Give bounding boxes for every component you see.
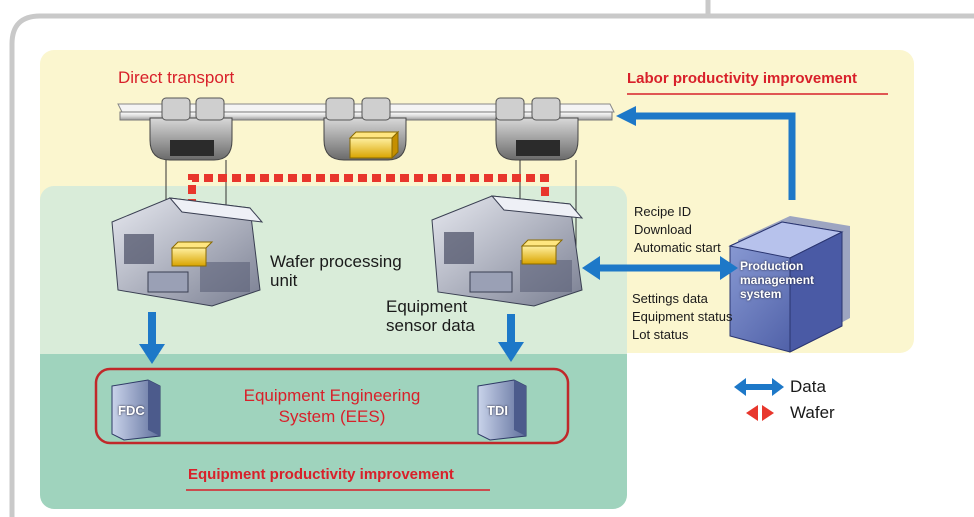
pms-label-line2: management	[740, 273, 815, 287]
ees-label-line1: Equipment Engineering	[243, 386, 421, 405]
foup-transport	[348, 130, 400, 160]
legend-wafer-arrow	[746, 405, 774, 421]
sensor-label-line2: sensor data	[386, 316, 475, 335]
equipment-productivity-label: Equipment productivity improvement	[188, 466, 454, 483]
data-arrow-left-down	[139, 312, 165, 364]
ees-label-line2: System (EES)	[278, 407, 386, 426]
labor-productivity-label: Labor productivity improvement	[627, 70, 858, 87]
fdc-unit	[111, 379, 161, 441]
wafer-unit-label-line2: unit	[270, 271, 298, 290]
hoist-left	[149, 97, 233, 161]
wafer-unit-label-line1: Wafer processing	[270, 252, 402, 271]
legend-data-label: Data	[790, 377, 826, 396]
data-arrow-server-to-rail	[616, 106, 796, 200]
fdc-label: FDC	[118, 403, 145, 418]
settings-data-label: Settings data	[632, 291, 708, 306]
direct-transport-label: Direct transport	[118, 68, 235, 87]
pms-label-line3: system	[740, 287, 782, 301]
automatic-start-label: Automatic start	[634, 240, 721, 255]
legend-data-arrow	[734, 378, 784, 396]
tdi-label: TDI	[487, 403, 508, 418]
equipment-status-label: Equipment status	[632, 309, 733, 324]
legend-wafer-label: Wafer	[790, 403, 835, 422]
data-arrow-right-down	[498, 314, 524, 362]
ees-box	[94, 367, 570, 445]
recipe-id-label: Recipe ID	[634, 204, 692, 219]
tdi-unit	[477, 379, 527, 441]
hoist-right	[495, 97, 579, 161]
wafer-processing-unit-left	[111, 197, 264, 307]
wafer-processing-unit-right	[431, 195, 584, 307]
download-label: Download	[634, 222, 692, 237]
production-management-server	[728, 216, 850, 353]
lot-status-label: Lot status	[632, 327, 689, 342]
sensor-label-line1: Equipment	[386, 297, 468, 316]
data-arrow-machine-server	[582, 256, 738, 280]
pms-label-line1: Production	[740, 259, 804, 273]
